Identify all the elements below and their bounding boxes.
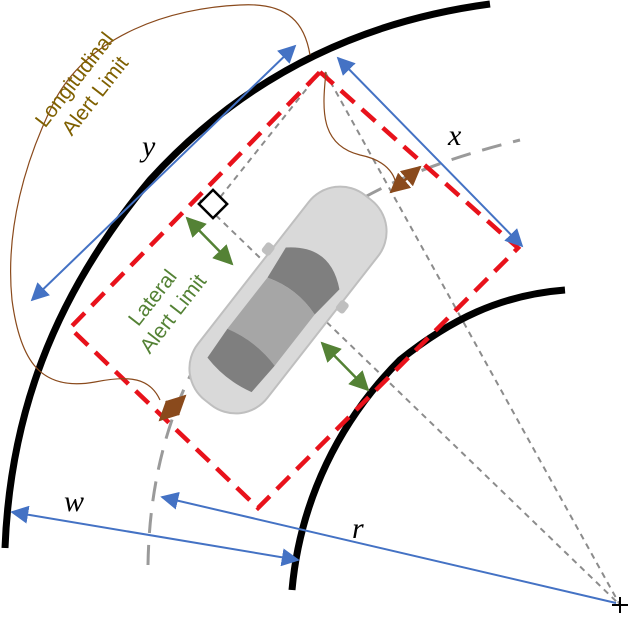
vehicle-mirror-right (335, 300, 349, 314)
dimension-arrow-x (336, 56, 524, 248)
radius-line-to-box-edge (199, 199, 621, 606)
lateral-arrow-right (320, 341, 370, 392)
dimension-arrow-w (10, 505, 300, 567)
label-w: w (64, 485, 84, 518)
inner-road-edge (288, 286, 566, 591)
radius-line-to-top (209, 71, 321, 211)
curve-center-marker (612, 597, 628, 613)
longitudinal-leader-curve (9, 4, 397, 401)
longitudinal-arrow-rear (158, 394, 187, 422)
label-r: r (352, 512, 364, 545)
label-x: x (447, 119, 462, 152)
label-y: y (139, 130, 156, 163)
lateral-alert-limit-label: Lateral Alert Limit (124, 266, 211, 358)
longitudinal-alert-limit-label: Longitudinal Alert Limit (31, 28, 133, 140)
radius-line-to-front-corner (324, 71, 621, 606)
dimension-arrow-y (30, 44, 297, 302)
lateral-arrow-left (185, 216, 234, 266)
dimension-arrow-r (160, 491, 617, 604)
vehicle-rear-window (207, 328, 275, 393)
